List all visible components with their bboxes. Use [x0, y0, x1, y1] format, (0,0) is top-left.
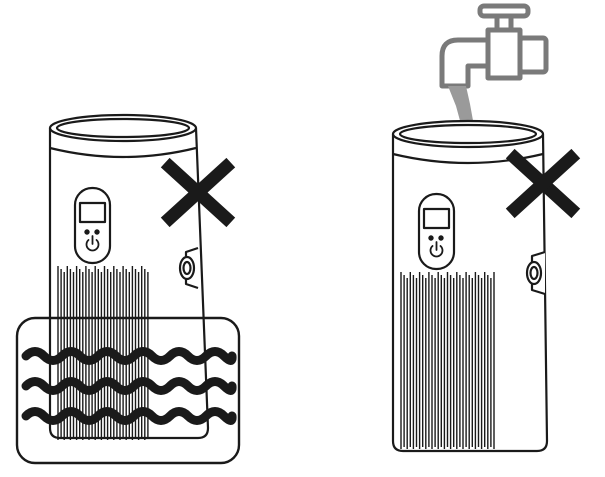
panel-no-pouring-water	[391, 3, 581, 453]
filter-grille	[400, 272, 495, 449]
wave-line	[21, 347, 237, 365]
water-faucet-icon	[439, 3, 549, 89]
display-screen	[422, 207, 451, 230]
prohibited-cross-icon	[160, 157, 236, 228]
prohibited-cross-icon	[505, 148, 581, 219]
display-screen	[78, 201, 107, 224]
wave-line	[21, 407, 237, 425]
water-container	[15, 316, 241, 465]
indicator-dot	[438, 235, 444, 241]
purifier-top-rim	[55, 117, 191, 139]
purifier-top-rim	[398, 123, 538, 145]
water-waves-icon	[15, 316, 241, 465]
side-knob	[525, 250, 546, 296]
power-icon	[429, 241, 444, 258]
air-purifier-icon	[391, 119, 549, 453]
indicator-dot	[84, 229, 90, 235]
purifier-shoulder-line	[392, 152, 544, 165]
display-panel	[417, 192, 456, 271]
power-icon	[85, 235, 100, 252]
side-knob	[178, 246, 199, 290]
panel-no-submerge	[15, 113, 241, 465]
water-stream	[448, 86, 474, 128]
purifier-shoulder-line	[49, 146, 197, 159]
indicator-dot	[428, 235, 434, 241]
wave-line	[21, 377, 237, 395]
indicator-dot	[94, 229, 100, 235]
display-panel	[73, 186, 112, 265]
